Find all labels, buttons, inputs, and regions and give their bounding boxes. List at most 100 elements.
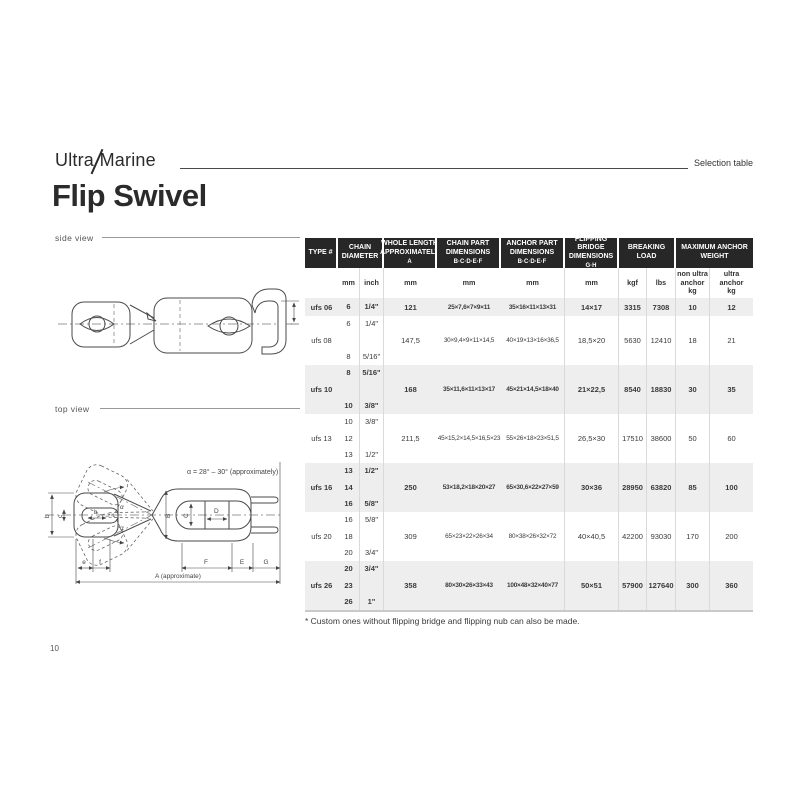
column-header-7: MAXIMUM ANCHOR WEIGHT <box>676 238 753 268</box>
chain-part-cell: 53×18,2×18×20×27 <box>442 484 496 491</box>
brand-logo-prefix: Ultra <box>55 150 95 170</box>
chain-inch-cell: 1/4"5/16" <box>360 316 384 365</box>
anchor-part-cell: 100×48×32×40×77 <box>501 561 565 610</box>
kgf-cell: 28950 <box>619 463 647 512</box>
a-cell: 121 <box>404 302 417 312</box>
ultra-cell: 21 <box>727 336 736 345</box>
ultra-cell: 60 <box>727 434 736 443</box>
flip-cell: 30×36 <box>565 463 619 512</box>
kgf-cell: 8540 <box>619 365 647 414</box>
type-cell: ufs 13 <box>311 434 332 443</box>
chain-part-cell: 25×7,6×7×9×11 <box>447 303 491 311</box>
chain-part-cell: 80×30×26×33×43 <box>445 582 493 589</box>
chain-part-cell: 35×11,6×11×13×17 <box>443 386 495 393</box>
column-header-6: BREAKING LOAD <box>619 238 676 268</box>
kgf-cell: 57900 <box>619 561 647 610</box>
top-view-label: top view <box>55 404 90 414</box>
dim-label-alpha-lower: α <box>120 525 124 532</box>
lbs-cell: 18830 <box>647 365 676 414</box>
unit-header-2: inch <box>360 268 384 298</box>
top-dimension-lines <box>48 462 281 584</box>
dim-label-G: G <box>263 559 268 566</box>
side-view-label: side view <box>55 233 94 243</box>
dim-label-a-overall: A (approximate) <box>155 573 201 580</box>
a-cell: 250 <box>404 483 417 492</box>
unit-header-3: mm <box>404 277 417 287</box>
column-header-0: TYPE # <box>305 238 338 268</box>
type-cell: ufs 10 <box>310 385 333 394</box>
a-cell: 358 <box>404 581 417 590</box>
unit-header-8: lbs <box>647 268 676 298</box>
kgf-cell: 17510 <box>619 414 647 463</box>
kgf-cell: 5630 <box>619 316 647 365</box>
ultra-cell: 100 <box>725 483 738 492</box>
top-view-rule <box>100 408 300 409</box>
chain-part-cell: 65×23×22×26×34 <box>445 533 493 540</box>
top-view-drawing: α = 28° – 30° (approximately) b c b B C … <box>44 460 282 584</box>
anchor-part-cell: 65×30,6×22×27×59 <box>501 463 565 512</box>
a-cell: 211,5 <box>401 434 420 443</box>
ultra-cell: 200 <box>725 532 738 541</box>
page-title: Flip Swivel <box>52 178 207 213</box>
flip-cell: 50×51 <box>565 561 619 610</box>
type-cell: ufs 20 <box>311 532 332 541</box>
anchor-part-cell: 35×16×11×13×31 <box>501 298 565 316</box>
chain-inch-cell: 1/2"5/8" <box>360 463 384 512</box>
ultra-cell: 35 <box>727 385 736 394</box>
unit-header-5: mm <box>501 268 565 298</box>
anchor-part-cell: 55×26×18×23×51,5 <box>501 414 565 463</box>
type-cell: ufs 08 <box>311 336 332 345</box>
section-label: Selection table <box>693 158 753 168</box>
anchor-part-cell: 80×38×26×32×72 <box>501 512 565 561</box>
dim-label-h: H <box>299 308 300 313</box>
non-ultra-cell: 18 <box>676 316 710 365</box>
a-cell: 147,5 <box>401 336 420 345</box>
dim-label-c: c <box>57 514 64 518</box>
lbs-cell: 63820 <box>647 463 676 512</box>
chain-mm-cell: 6 <box>338 298 360 316</box>
flip-cell: 21×22,5 <box>565 365 619 414</box>
dim-label-b: b <box>44 514 51 518</box>
kgf-cell: 3315 <box>619 298 647 316</box>
header-divider-line <box>180 168 688 169</box>
dim-label-D: D <box>214 508 219 515</box>
kgf-cell: 42200 <box>619 512 647 561</box>
ultra-cell: 12 <box>727 302 736 312</box>
non-ultra-cell: 300 <box>676 561 710 610</box>
dim-label-f: f <box>99 559 101 566</box>
side-view-drawing: H <box>58 288 300 355</box>
dim-label-E: E <box>240 559 245 566</box>
lbs-cell: 93030 <box>647 512 676 561</box>
footnote: * Custom ones without flipping bridge an… <box>305 616 580 626</box>
unit-header-4: mm <box>462 277 476 287</box>
page-number: 10 <box>50 644 59 653</box>
swing-axis-lines <box>87 481 153 549</box>
chain-inch-cell: 3/8"1/2" <box>360 414 384 463</box>
anchor-part-cell: 45×21×14,5×18×40 <box>501 365 565 414</box>
chain-inch-cell: 3/4"1" <box>360 561 384 610</box>
lbs-cell: 7308 <box>647 298 676 316</box>
non-ultra-cell: 30 <box>676 365 710 414</box>
unit-header-1: mm <box>338 268 360 298</box>
unit-header-6: mm <box>565 268 619 298</box>
flip-cell: 26,5×30 <box>565 414 619 463</box>
non-ultra-cell: 170 <box>676 512 710 561</box>
